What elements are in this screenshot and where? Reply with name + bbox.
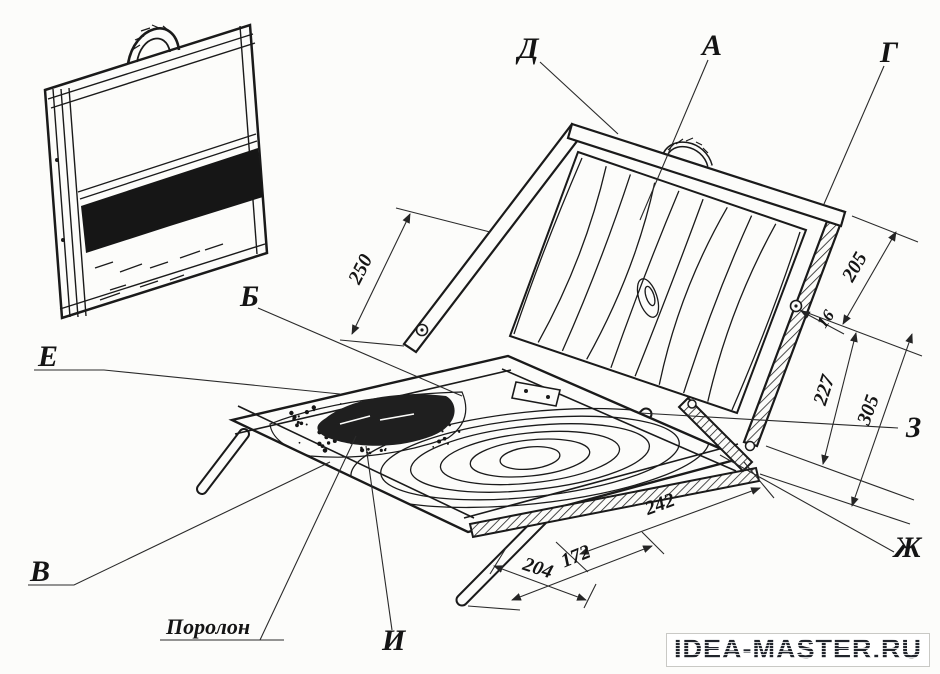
folded-band-edge-lines — [77, 133, 258, 200]
back-panel — [508, 150, 808, 415]
leader-b — [257, 307, 463, 397]
wood-knots — [636, 278, 660, 318]
dim-205-line — [842, 231, 897, 325]
dim-204-extensions — [489, 547, 597, 609]
folded-bottom-edge — [59, 243, 266, 310]
label-zh: Ж — [892, 531, 923, 564]
left-front-leg-fill — [198, 430, 248, 493]
backrest-assembly — [402, 122, 847, 448]
leader-lines — [28, 59, 899, 641]
folded-top-edges — [47, 33, 256, 109]
dim-16-leader — [800, 310, 845, 335]
handle-icon-inner — [662, 142, 712, 167]
dim-204-line — [493, 565, 587, 601]
folded-latch-dot — [55, 158, 59, 162]
pivot-bolts — [415, 299, 803, 452]
foam-pad-outline — [269, 391, 467, 458]
leader-g — [823, 65, 885, 205]
lower-hinge-bolt — [744, 440, 756, 452]
watermark: IDEA-MASTER.RU — [666, 632, 930, 667]
label-b: Б — [239, 280, 259, 313]
watermark-text: IDEA-MASTER.RU — [674, 633, 922, 664]
dim-value-305: 305 — [853, 392, 884, 429]
foam-highlight-streaks — [339, 413, 415, 425]
leader-zh — [719, 454, 895, 553]
dim-250-line — [351, 213, 411, 335]
dim-value-204: 204 — [519, 553, 555, 584]
dim-242-line — [579, 487, 761, 555]
dim-value-227: 227 — [809, 372, 840, 409]
folded-right-edge — [239, 25, 258, 255]
carry-handle-inner — [136, 37, 171, 63]
dim-value-205: 205 — [837, 249, 872, 287]
dim-250-extensions — [339, 207, 491, 347]
folded-layer-lines — [52, 87, 87, 318]
dim-305-line — [851, 333, 913, 507]
folded-latch-dot — [61, 238, 65, 242]
hinge-screw — [524, 389, 528, 393]
label-e: Е — [37, 340, 58, 373]
label-foam: Поролон — [165, 614, 250, 639]
label-d: Д — [515, 32, 540, 65]
hinge-screw — [546, 395, 550, 399]
dim-value-16: 16 — [813, 306, 839, 331]
leader-i — [365, 445, 393, 631]
part-labels: Д А Г Б Е В З Ж И Поролон — [29, 29, 923, 657]
leader-e — [34, 369, 341, 395]
carry-handle-hatching — [131, 24, 170, 51]
folded-chair-inset — [43, 23, 269, 320]
dimension-lines — [339, 207, 923, 611]
label-v: В — [29, 555, 50, 588]
folded-fabric-scribbles — [94, 243, 224, 301]
leader-a — [639, 59, 709, 221]
back-top-rail — [566, 122, 847, 228]
dim-227-extensions — [765, 445, 915, 501]
leader-d — [539, 61, 619, 135]
folded-seat-dark-band — [81, 148, 263, 253]
rear-leg-bolt — [687, 399, 697, 409]
dim-value-250: 250 — [344, 251, 378, 289]
label-i: И — [381, 624, 407, 657]
leader-foam — [160, 435, 357, 641]
dim-172-extensions — [467, 531, 665, 611]
left-pivot-dot — [420, 328, 424, 332]
dim-value-172: 172 — [558, 541, 594, 573]
label-a: А — [700, 29, 722, 62]
label-z: З — [905, 411, 921, 444]
carry-handle-icon — [126, 27, 181, 65]
dim-227-line — [821, 332, 858, 465]
seat-frame-inner-edges — [234, 368, 739, 519]
label-g: Г — [879, 36, 899, 69]
leader-z — [639, 412, 899, 429]
hinge-plate — [511, 381, 561, 407]
foam-dark-blob — [317, 394, 455, 446]
right-pivot-dot — [794, 304, 798, 308]
leader-v — [28, 461, 331, 586]
dim-305-extensions — [759, 473, 911, 525]
